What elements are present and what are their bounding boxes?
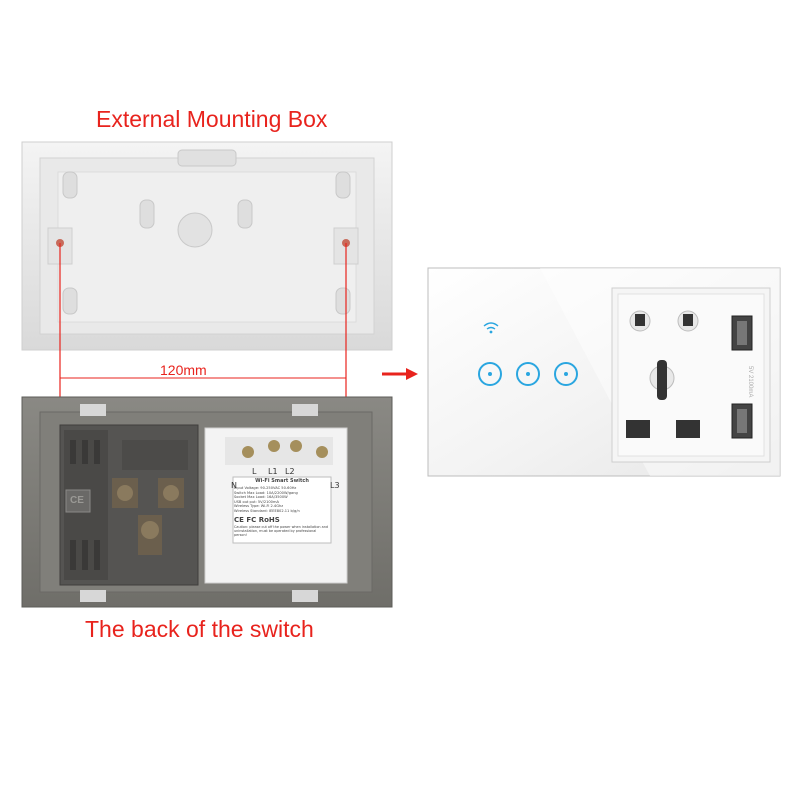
terminal-label-l3: L3 [330, 481, 340, 490]
spec-line: Switch Max Load: 10A/2200W/gang [234, 490, 298, 495]
touch-button-dot [564, 372, 568, 376]
caption-back-of-switch: The back of the switch [85, 616, 314, 642]
terminal-label-n: N [231, 481, 237, 490]
wifi-icon [483, 322, 499, 330]
touch-button-1[interactable] [478, 362, 502, 386]
module-label: Wi-Fi Smart Switch Input Voltage: 90-250… [234, 478, 330, 537]
caution-text: Caution: please cut off the power when i… [234, 524, 329, 537]
touch-button-dot [488, 372, 492, 376]
mounting-box [21, 141, 393, 351]
touch-button-2[interactable] [516, 362, 540, 386]
module-title: Wi-Fi Smart Switch [255, 478, 309, 484]
dimension-label: 120mm [160, 362, 207, 378]
arrow-icon [382, 368, 418, 380]
cert-marks: CE FC RoHS [234, 515, 280, 524]
spec-lines: Input Voltage: 90-250VAC 50-60Hz Switch … [234, 486, 330, 514]
usb-label: 5V 2100mA [747, 366, 753, 398]
spec-line: Input Voltage: 90-250VAC 50-60Hz [234, 486, 297, 490]
touch-buttons [478, 362, 578, 386]
touch-button-3[interactable] [554, 362, 578, 386]
terminal-label-l1: L1 [268, 467, 278, 476]
spec-line: Wireless Standard: IEEE802.11 b/g/n [234, 508, 300, 513]
ce-mark: CE [70, 495, 84, 506]
touch-button-dot [526, 372, 530, 376]
terminal-label-l2: L2 [285, 467, 295, 476]
switch-front-panel [427, 267, 781, 477]
caption-external-mounting-box: External Mounting Box [96, 106, 328, 132]
terminal-label-l: L [252, 467, 257, 476]
spec-line: Wireless Type: Wi-Fi 2.4Ghz [234, 504, 284, 509]
spec-line: Socket Max Load: 16A/3500W [234, 495, 288, 500]
switch-back-plate [21, 396, 393, 608]
spec-line: USB out put: 5V/2100mA [234, 499, 279, 504]
